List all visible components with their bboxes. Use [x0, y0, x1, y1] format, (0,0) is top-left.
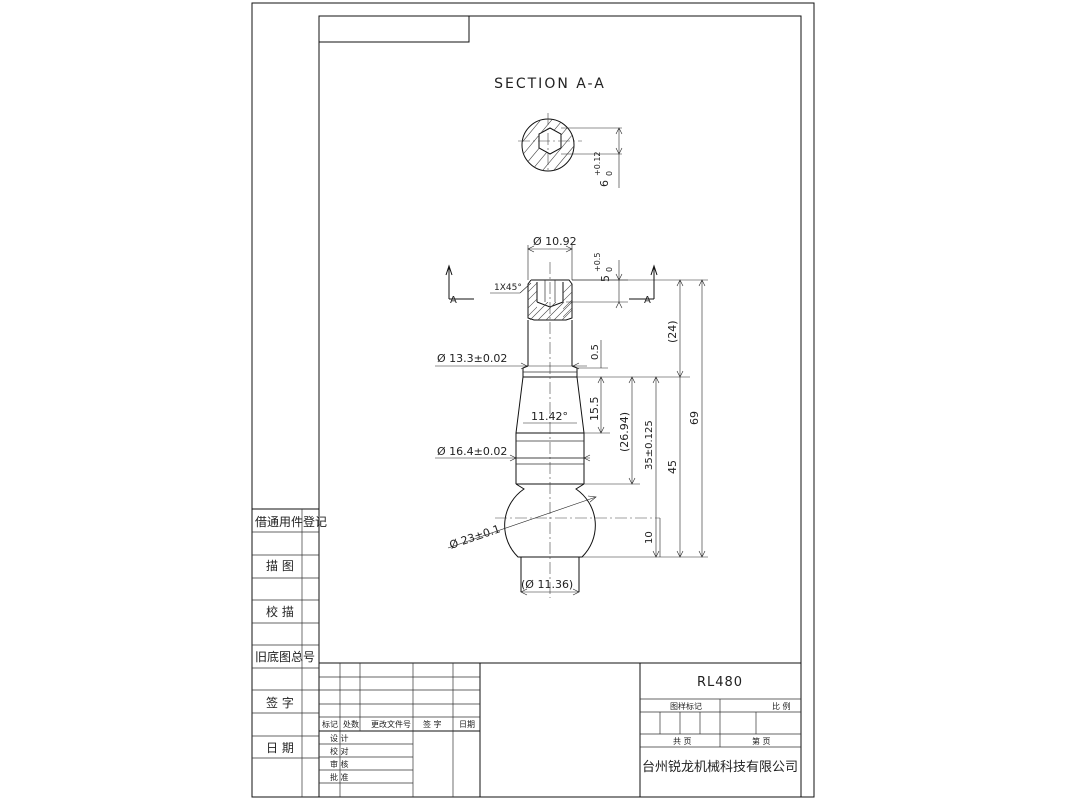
- cut-label-left: A: [450, 295, 457, 306]
- rev-mark-header: 标记: [322, 719, 338, 729]
- left-strip-row6: 日 期: [266, 741, 294, 755]
- revision-table: [319, 662, 801, 797]
- dim-ball-center-length: 45: [666, 460, 679, 474]
- left-strip-table: [252, 508, 319, 797]
- left-strip-row5: 签 字: [266, 695, 294, 710]
- section-marker-right: [629, 264, 658, 300]
- dim-ref-length: (26.94): [618, 412, 631, 452]
- dim-ball-diameter: Ø 23±0.1: [448, 522, 502, 552]
- left-strip-row2: 描 图: [266, 559, 294, 573]
- cut-label-right: A: [644, 295, 651, 306]
- dim-bottom-diameter: (Ø 11.36): [521, 578, 573, 591]
- dim-chamfer: 1X45°: [494, 283, 522, 293]
- rev-doc-header: 更改文件号: [371, 719, 411, 729]
- sheet-inner-border: [318, 15, 802, 798]
- dim-hex-key-tol-lower: 0: [605, 171, 614, 176]
- total-sheets-label: 共 页: [673, 737, 692, 746]
- dim-upper-length: (24): [666, 320, 679, 343]
- dim-hex-depth-tol-upper: +0.5: [593, 253, 602, 272]
- rev-approve-label: 批 准: [330, 772, 349, 782]
- rev-count-header: 处数: [343, 719, 359, 729]
- dim-neck-diameter: Ø 13.3±0.02: [437, 352, 507, 365]
- rev-design-label: 设 计: [330, 733, 349, 743]
- sheet-no-label: 第 页: [752, 736, 771, 746]
- left-strip-row4: 旧底图总号: [255, 649, 315, 664]
- part-elevation-view: [495, 262, 660, 598]
- scale-label: 比 例: [772, 701, 791, 711]
- top-corner-box: [318, 15, 470, 43]
- left-strip-row3: 校 描: [266, 604, 294, 619]
- dim-taper-length: 15.5: [588, 397, 601, 422]
- rev-check-label: 校 对: [330, 746, 349, 756]
- rev-date-header: 日期: [459, 720, 475, 729]
- dim-collar-diameter: Ø 16.4±0.02: [437, 445, 507, 458]
- dim-groove-width: 0.5: [590, 344, 601, 360]
- dim-body-length: 35±0.125: [644, 420, 655, 470]
- drawing-number: RL480: [697, 675, 743, 690]
- dim-top-diameter: Ø 10.92: [533, 235, 577, 248]
- dimension-lines: [435, 245, 708, 596]
- company-name: 台州锐龙机械科技有限公司: [642, 760, 798, 775]
- left-strip-row1: 借通用件登记: [255, 514, 327, 529]
- dim-hex-key-tol-upper: +0.12: [593, 151, 602, 176]
- rev-review-label: 审 核: [330, 759, 349, 769]
- rev-sign-header: 签 字: [423, 719, 442, 729]
- title-block: [639, 663, 801, 797]
- dim-hex-depth-tol-lower: 0: [605, 267, 614, 272]
- section-title: SECTION A-A: [494, 76, 606, 92]
- dim-hex-depth: 5: [599, 275, 612, 282]
- dim-ball-offset: 10: [644, 531, 655, 544]
- section-marker-left: [445, 264, 474, 300]
- dim-taper-angle: 11.42°: [531, 410, 568, 423]
- drawing-mark-label: 图样标记: [670, 701, 702, 711]
- dim-hex-key: 6: [598, 180, 611, 187]
- dim-overall-length: 69: [688, 411, 701, 425]
